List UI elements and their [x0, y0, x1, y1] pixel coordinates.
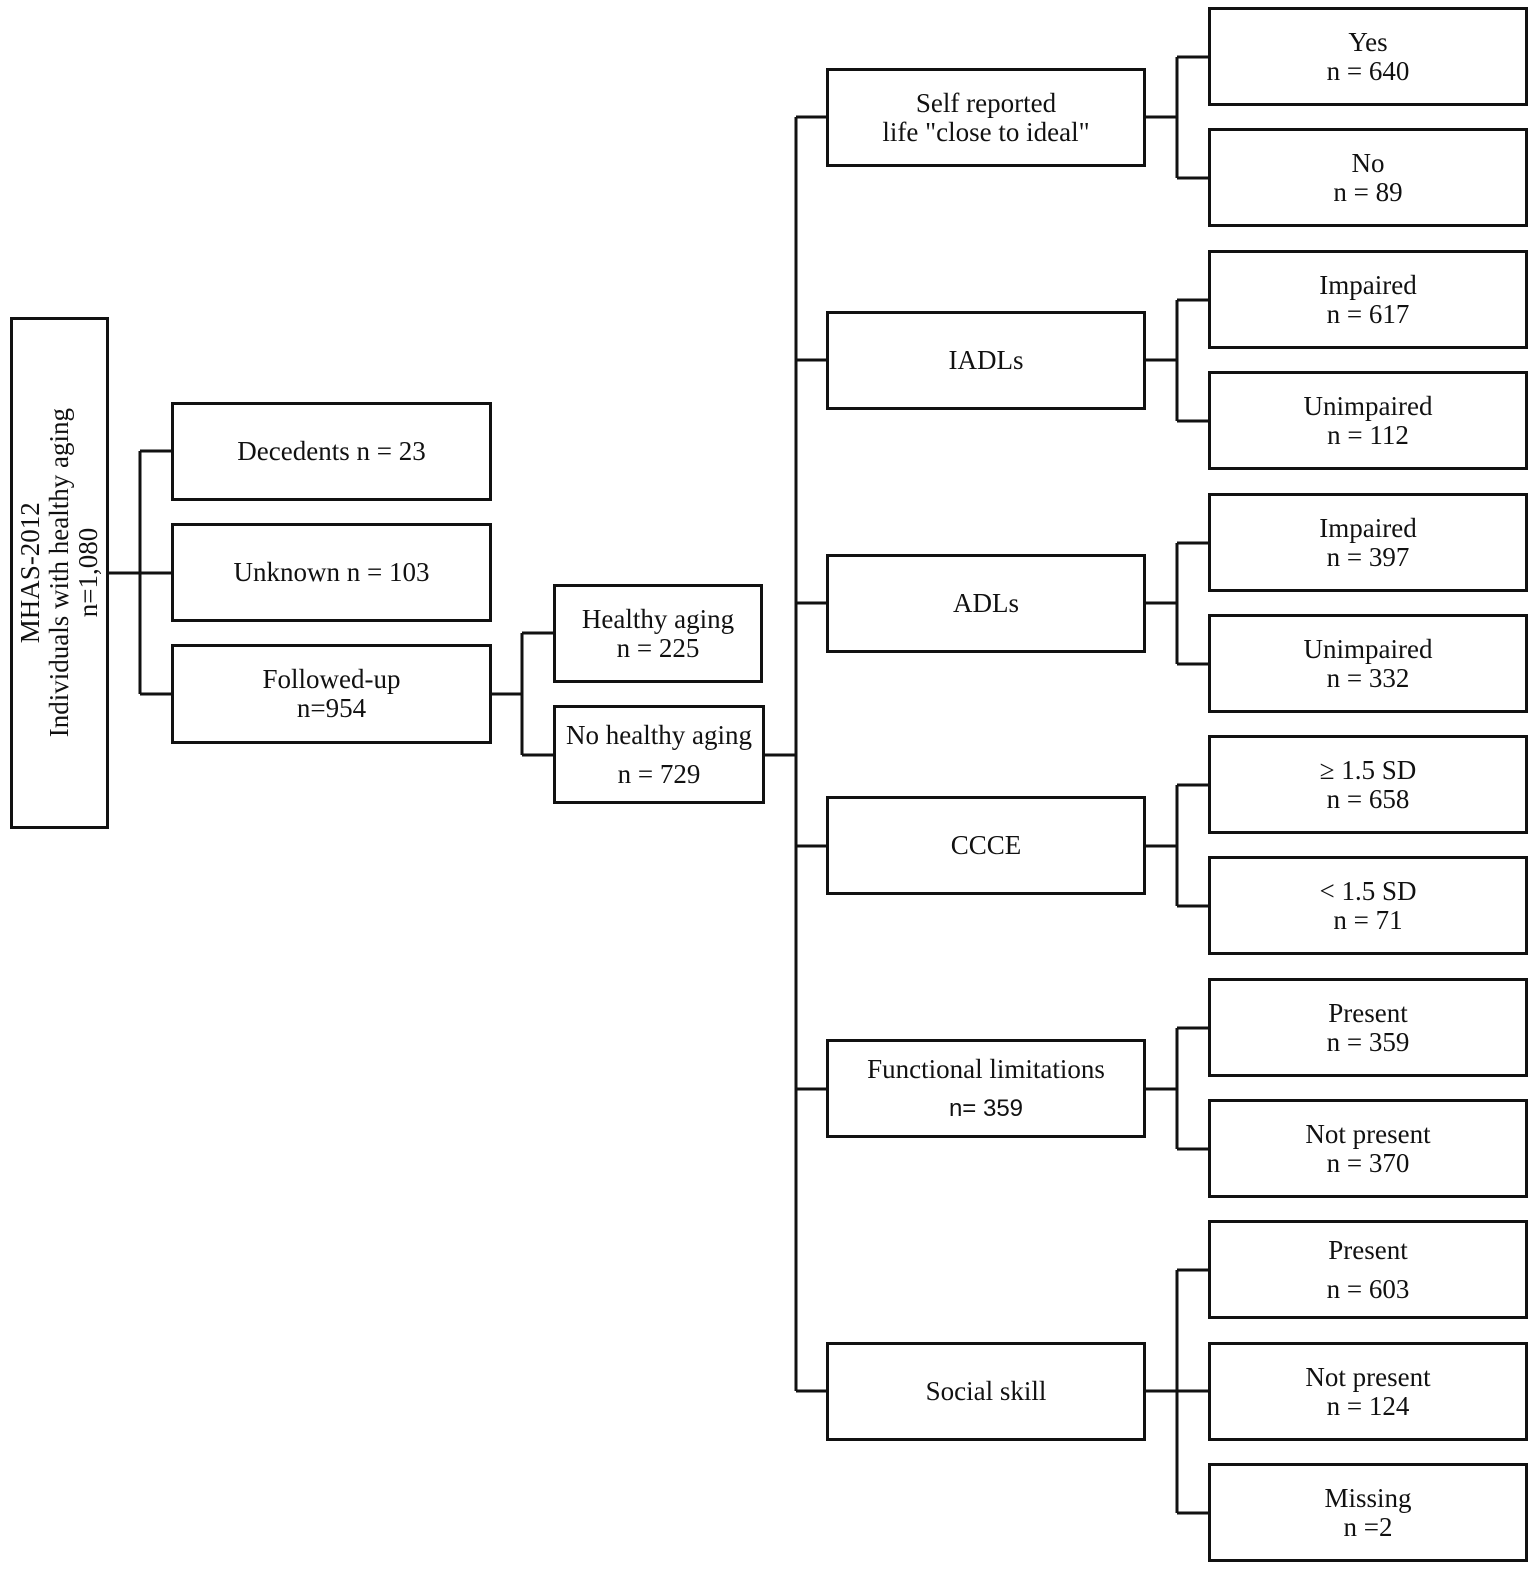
self-reported-yes-box: Yes n = 640 [1208, 7, 1528, 106]
ccce-box: CCCE [826, 796, 1146, 895]
ccce-lt-label: < 1.5 SD [1319, 875, 1417, 906]
iadls-box: IADLs [826, 311, 1146, 410]
connector-adls [1145, 541, 1209, 666]
followed-up-label: Followed-up [262, 664, 401, 694]
social-missing-n: n =2 [1343, 1511, 1393, 1542]
adls-unimpaired-n: n = 332 [1326, 662, 1410, 693]
social-missing-box: Missing n =2 [1208, 1463, 1528, 1562]
root-line1: MHAS-2012 [15, 502, 45, 644]
adls-unimpaired-label: Unimpaired [1303, 633, 1433, 664]
no-healthy-aging-box: No healthy aging n = 729 [553, 705, 765, 804]
connector-followed-up [491, 631, 554, 757]
adls-impaired-label: Impaired [1319, 512, 1417, 543]
followed-up-n: n=954 [296, 693, 367, 723]
connector-social [1145, 1268, 1209, 1515]
social-skill-box: Social skill [826, 1342, 1146, 1441]
followed-up-box: Followed-up n=954 [171, 644, 492, 744]
iadls-unimpaired-label: Unimpaired [1303, 390, 1433, 421]
healthy-aging-n: n = 225 [616, 632, 700, 663]
adls-box: ADLs [826, 554, 1146, 653]
decedents-label: Decedents n = 23 [237, 436, 426, 466]
functional-limitations-label: Functional limitations [867, 1053, 1105, 1084]
functional-not-present-box: Not present n = 370 [1208, 1099, 1528, 1198]
functional-limitations-box: Functional limitations n= 359 [826, 1039, 1146, 1138]
adls-unimpaired-box: Unimpaired n = 332 [1208, 614, 1528, 713]
yes-label: Yes [1348, 26, 1388, 57]
root-line2: Individuals with healthy aging [44, 408, 74, 738]
iadls-impaired-box: Impaired n = 617 [1208, 250, 1528, 349]
root-text: MHAS-2012 Individuals with healthy aging… [15, 408, 103, 738]
healthy-aging-box: Healthy aging n = 225 [553, 584, 763, 683]
ccce-lt-box: < 1.5 SD n = 71 [1208, 856, 1528, 955]
unknown-label: Unknown n = 103 [233, 557, 430, 587]
ccce-label: CCCE [950, 830, 1022, 860]
ccce-ge-label: ≥ 1.5 SD [1319, 754, 1417, 785]
social-missing-label: Missing [1324, 1482, 1412, 1513]
self-reported-line1: Self reported [915, 87, 1057, 118]
functional-not-present-label: Not present [1305, 1118, 1431, 1149]
yes-n: n = 640 [1326, 55, 1410, 86]
functional-limitations-n: n= 359 [948, 1094, 1024, 1122]
connector-no-healthy-aging [764, 115, 827, 1393]
decedents-box: Decedents n = 23 [171, 402, 492, 501]
connector-functional [1145, 1026, 1209, 1151]
functional-not-present-n: n = 370 [1326, 1147, 1410, 1178]
iadls-impaired-label: Impaired [1319, 269, 1417, 300]
iadls-unimpaired-box: Unimpaired n = 112 [1208, 371, 1528, 470]
ccce-ge-n: n = 658 [1326, 783, 1410, 814]
self-reported-no-box: No n = 89 [1208, 128, 1528, 227]
root-line3: n=1,080 [73, 528, 103, 618]
connector-iadls [1145, 298, 1209, 423]
adls-impaired-box: Impaired n = 397 [1208, 493, 1528, 592]
social-not-present-label: Not present [1305, 1361, 1431, 1392]
connector-self-reported [1145, 55, 1209, 180]
no-label: No [1351, 147, 1385, 178]
no-n: n = 89 [1333, 176, 1403, 207]
connector-ccce [1145, 783, 1209, 908]
ccce-lt-n: n = 71 [1333, 904, 1403, 935]
functional-present-n: n = 359 [1326, 1026, 1410, 1057]
no-healthy-aging-n: n = 729 [617, 758, 701, 789]
social-skill-label: Social skill [925, 1376, 1047, 1406]
social-not-present-box: Not present n = 124 [1208, 1342, 1528, 1441]
adls-impaired-n: n = 397 [1326, 541, 1410, 572]
ccce-ge-box: ≥ 1.5 SD n = 658 [1208, 735, 1528, 834]
social-present-box: Present n = 603 [1208, 1220, 1528, 1319]
connector-root [108, 449, 172, 696]
iadls-unimpaired-n: n = 112 [1327, 419, 1409, 450]
iadls-label: IADLs [948, 345, 1024, 375]
no-healthy-aging-label: No healthy aging [566, 719, 752, 750]
social-not-present-n: n = 124 [1326, 1390, 1410, 1421]
healthy-aging-label: Healthy aging [581, 603, 735, 634]
self-reported-line2: life "close to ideal" [882, 116, 1090, 147]
social-present-n: n = 603 [1326, 1273, 1410, 1304]
social-present-label: Present [1328, 1234, 1408, 1265]
self-reported-box: Self reported life "close to ideal" [826, 68, 1146, 167]
functional-present-box: Present n = 359 [1208, 978, 1528, 1077]
root-box: MHAS-2012 Individuals with healthy aging… [10, 317, 109, 829]
iadls-impaired-n: n = 617 [1326, 298, 1410, 329]
unknown-box: Unknown n = 103 [171, 523, 492, 622]
adls-label: ADLs [953, 588, 1019, 618]
functional-present-label: Present [1328, 997, 1408, 1028]
